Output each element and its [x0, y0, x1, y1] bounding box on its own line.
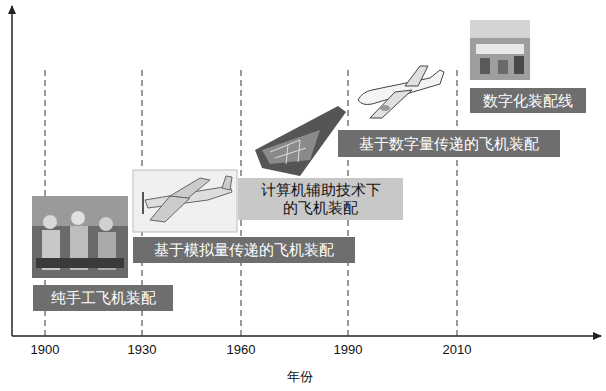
stage-label: 纯手工飞机装配 [51, 289, 156, 307]
propeller-plane-drawing [133, 170, 237, 232]
airliner-drawing [358, 66, 444, 118]
wing-structure-drawing [255, 106, 346, 176]
workers-photo [32, 196, 128, 278]
axis-title: 年份 [285, 368, 315, 386]
year-tick-label: 1900 [29, 342, 62, 357]
year-tick-label: 2010 [441, 342, 474, 357]
stage-box: 纯手工飞机装配 [33, 285, 173, 311]
axes [12, 6, 601, 336]
stage-box: 基于数字量传递的飞机装配 [338, 130, 560, 157]
stage-label: 计算机辅助技术下的飞机装配 [256, 181, 385, 217]
year-tick-label: 1930 [126, 342, 159, 357]
stage-box: 基于模拟量传递的飞机装配 [133, 237, 355, 263]
stage-box: 计算机辅助技术下的飞机装配 [238, 178, 403, 220]
stage-label: 数字化装配线 [483, 92, 573, 110]
factory-photo [470, 20, 530, 80]
year-tick-label: 1960 [225, 342, 258, 357]
stage-label: 基于数字量传递的飞机装配 [359, 135, 539, 153]
stage-box: 数字化装配线 [470, 88, 586, 113]
year-tick-label: 1990 [332, 342, 365, 357]
stage-label: 基于模拟量传递的飞机装配 [154, 241, 334, 259]
